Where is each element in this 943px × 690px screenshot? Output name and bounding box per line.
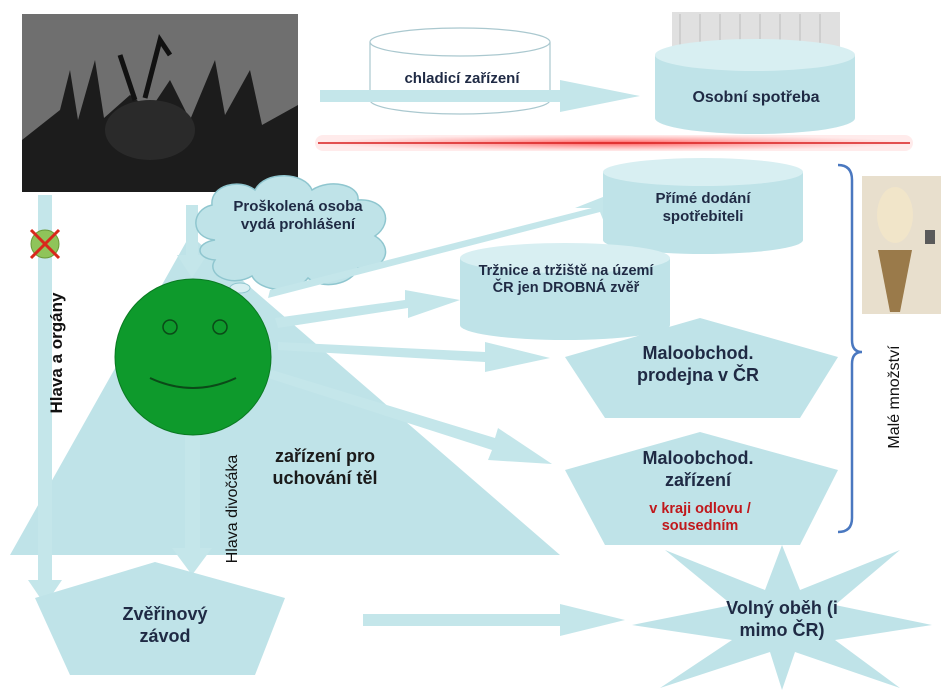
head-organs-label: Hlava a orgány [47,292,66,414]
small-quantity-label: Malé množství [886,345,903,449]
arrow-to-personal [320,80,640,112]
left-down-arrow [28,195,62,605]
retail-facility-pentagon [565,432,838,545]
direct-delivery-label: Přímé dodání spotřebiteli [655,190,751,225]
cooling-label: chladicí zařízení [404,70,520,87]
retail-store-label: Maloobchod. prodejna v ČR [636,343,760,385]
retail-store-pentagon [565,318,838,418]
arrow-to-retail-facility [268,370,552,464]
trained-person-smiley [114,278,272,436]
free-circulation-label: Volný oběh (i mimo ČR) [726,598,838,640]
small-quantity-bracket [837,163,863,534]
game-plant-pentagon [35,562,285,675]
pyramid-label: zařízení pro uchování těl [272,446,378,488]
image-to-person-arrow [177,205,207,278]
personal-consumption-cylinder [655,12,855,134]
market-label: Tržnice a tržiště na území ČR jen DROBNÁ… [478,263,654,297]
market-cylinder [460,243,670,340]
center-down-arrow [172,430,212,575]
arrow-to-free-circulation [363,604,625,636]
personal-consumption-label: Osobní spotřeba [692,89,820,106]
crossed-out-circle-icon [29,228,61,260]
retail-facility-label: Maloobchod. zařízení [642,448,754,490]
game-plant-label: Zvěřinový závod [122,604,208,646]
retail-facility-note: v kraji odlovu / sousedním [649,501,751,535]
arrow-to-retail-store [278,342,550,372]
meat-photo [862,176,941,314]
arrow-to-direct [268,195,608,298]
hunting-image [22,14,298,192]
free-circulation-star [632,545,932,690]
boar-head-label: Hlava divočáka [224,454,241,564]
direct-delivery-cylinder [603,158,803,254]
cloud-text: Proškolená osoba vydá prohlášení [233,198,363,233]
arrow-to-market [275,290,460,328]
